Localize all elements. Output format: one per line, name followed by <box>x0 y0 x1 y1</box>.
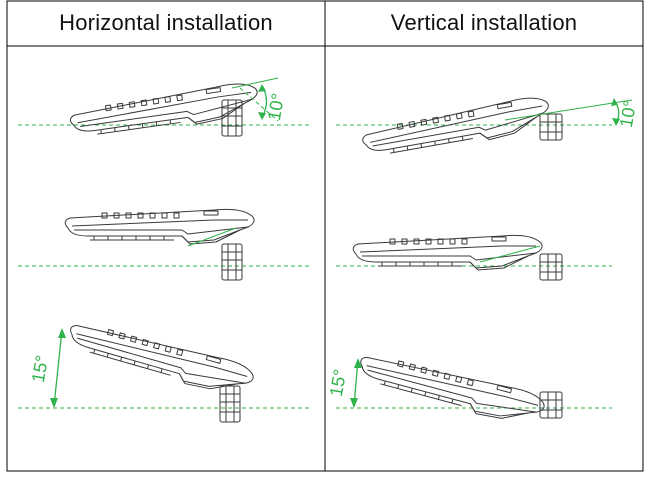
header-horizontal-installation: Horizontal installation <box>59 10 273 35</box>
lamp-horizontal-tilt-15: 15° <box>18 315 310 423</box>
angle-label-v-top: 10° <box>616 99 640 129</box>
lamp-vertical-level <box>336 234 612 281</box>
angle-label-h-top: 10° <box>264 92 288 122</box>
header-vertical-installation: Vertical installation <box>390 10 578 35</box>
lamp-horizontal-tilt-10: 10° <box>18 77 310 143</box>
angle-label-v-bottom: 15° <box>326 368 350 398</box>
lamp-horizontal-level <box>18 208 310 281</box>
lamp-vertical-tilt-15: 15° <box>326 347 612 431</box>
lamp-vertical-tilt-10: 10° <box>336 93 640 162</box>
angle-label-h-bottom: 15° <box>28 354 52 384</box>
